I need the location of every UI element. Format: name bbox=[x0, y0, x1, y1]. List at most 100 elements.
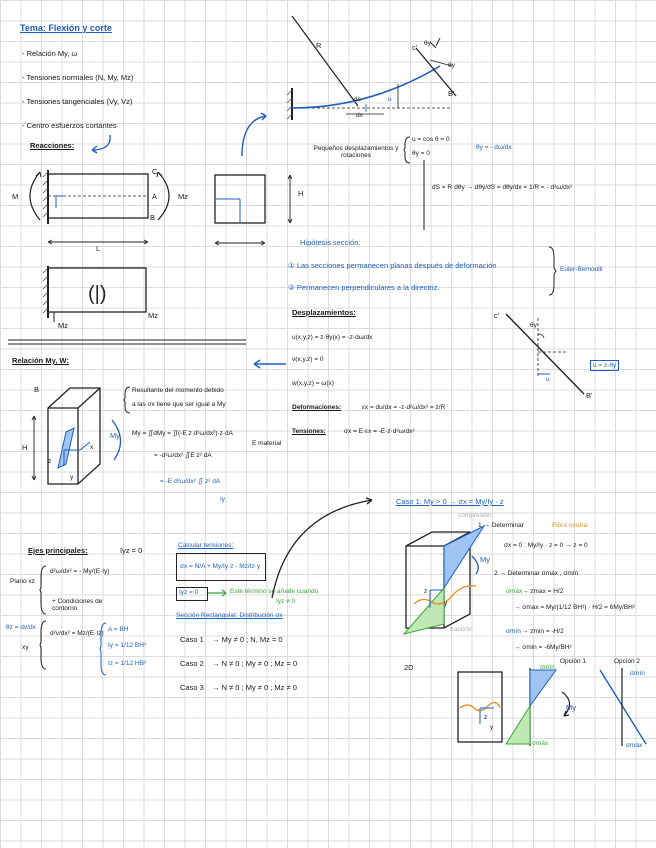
stresses-label: Tensiones: bbox=[292, 428, 326, 435]
label-Mz-plan: Mz bbox=[58, 321, 68, 330]
rotated-theta: θy bbox=[530, 322, 537, 329]
case1-smin-label: σmín bbox=[506, 628, 521, 635]
relation-H: H bbox=[22, 443, 28, 452]
case2-desc: → N ≠ 0 ; My ≠ 0 ; Mz = 0 bbox=[212, 659, 298, 668]
label-L: L bbox=[96, 244, 101, 253]
rotated-u: u bbox=[546, 376, 550, 383]
case1-smin-2: → σmin = -6My/BH² bbox=[514, 644, 572, 651]
principal-Iy-value: Iy = 1/12 BH³ bbox=[108, 642, 147, 649]
displacement-w: w(x,y,z) = ω(x) bbox=[292, 380, 334, 387]
stress-note-2: Iyz ≠ 0 bbox=[276, 598, 296, 605]
case1-z: z bbox=[424, 588, 428, 595]
rect-heading: Sección Rectangular: Distribución σx bbox=[176, 612, 283, 619]
stress-calc-heading: Calcular tensiones: bbox=[178, 542, 234, 549]
bottom-smin-2: σmáx bbox=[626, 742, 643, 749]
label-ds: ds bbox=[354, 96, 361, 103]
relation-z: z bbox=[48, 458, 52, 465]
deformations-equation: εx = du/dx = -z·d²ω/dx² = z/R bbox=[362, 404, 446, 411]
label-A: A bbox=[152, 192, 158, 201]
deflection-figure bbox=[286, 15, 457, 120]
case1-smax-label: σmáx bbox=[506, 588, 523, 595]
principal-Iz-value: Iz = 1/12 HB³ bbox=[108, 660, 147, 667]
displacement-v: v(x,y,z) = 0 bbox=[292, 356, 324, 363]
bullet-2: - Tensiones normales (N, My, Mz) bbox=[22, 73, 134, 82]
number-2-icon: ② bbox=[288, 283, 295, 292]
label-dx: dx bbox=[356, 112, 363, 119]
bullet-1: - Relación My, ω bbox=[22, 49, 78, 58]
bottom-y: y bbox=[490, 724, 494, 731]
label-B-prime: B' bbox=[448, 89, 455, 98]
stress-note-1: Este término se añade cuando bbox=[230, 588, 319, 595]
relation-desc-2: a las σx tiene que ser igual a My bbox=[132, 401, 226, 408]
relation-Iy: Iy bbox=[220, 496, 226, 503]
relation-y: y bbox=[70, 474, 74, 481]
case2-label: Caso 2 bbox=[180, 659, 204, 668]
label-theta-right: θy bbox=[448, 62, 455, 69]
relation-eq-3: = -E·d²ω/dx²·∬ z² dA bbox=[160, 478, 221, 485]
bottom-smax: σmín bbox=[540, 664, 555, 671]
arrow-left bbox=[253, 359, 286, 369]
case1-figure bbox=[402, 524, 486, 635]
principal-brace bbox=[39, 565, 47, 615]
rotated-B-prime: B' bbox=[586, 391, 593, 400]
condition-2: θy = 0 bbox=[412, 150, 430, 157]
principal-eq-1: d²ω/dx² = - My/(E·Iy) bbox=[50, 568, 110, 575]
hypothesis-1: ① Las secciones permanecen planas despué… bbox=[288, 261, 497, 270]
case1-smin-1: → zmin = -H/2 bbox=[522, 628, 564, 635]
label-M-left: M bbox=[12, 192, 19, 201]
hypothesis-2: ② Permanecen perpendiculares a la direct… bbox=[288, 283, 440, 292]
green-arrow bbox=[208, 589, 227, 597]
reactions-arrow bbox=[91, 134, 111, 154]
bullet-4: - Centro esfuerzos cortantes bbox=[22, 121, 117, 130]
principal-A: A = BH bbox=[108, 626, 129, 633]
label-R: R bbox=[316, 41, 322, 50]
case1-compression: compresión bbox=[458, 512, 492, 519]
case3-label: Caso 3 bbox=[180, 683, 204, 692]
stress-distribution-figure bbox=[505, 668, 647, 746]
bottom-My: My bbox=[566, 703, 576, 712]
case1-step1: 1 → Determinar bbox=[478, 522, 524, 529]
label-B: B bbox=[150, 213, 156, 222]
reactions-heading: Reacciones: bbox=[30, 141, 75, 150]
principal-plane2: xy bbox=[22, 644, 29, 651]
case1-traction: tracción bbox=[450, 626, 473, 633]
label-C: C bbox=[152, 167, 158, 176]
small-displacements-heading: Pequeños desplazamientos y rotaciones bbox=[313, 145, 399, 160]
bottom-z: z bbox=[484, 714, 488, 721]
hypothesis-1-text: Las secciones permanecen planas después … bbox=[296, 261, 497, 270]
bullet-3: - Tensiones tangenciales (Vy, Vz) bbox=[22, 97, 133, 106]
beam-plan-figure: (|) bbox=[42, 266, 147, 322]
option-1: Opción 1 bbox=[560, 658, 587, 665]
stress-formula-box bbox=[176, 553, 266, 581]
bottom-smax-2: σmín bbox=[630, 670, 645, 677]
principal-brace-2 bbox=[39, 620, 47, 670]
stress-formula: σx = N/A + My/Iy·z - Mz/Iz·y bbox=[180, 563, 261, 570]
case1-fibra-neutra: Fibra neutra: bbox=[552, 522, 589, 529]
case3-desc: → N ≠ 0 ; My ≠ 0 ; Mz ≠ 0 bbox=[212, 683, 297, 692]
arrow-to-deflection bbox=[241, 112, 267, 157]
cross-section-figure bbox=[214, 174, 293, 246]
label-u: u bbox=[388, 96, 392, 103]
principal-heading: Ejes principales: bbox=[28, 546, 88, 555]
relation-B: B bbox=[34, 385, 40, 394]
hypothesis-2-text: Permanecen perpendiculares a la directri… bbox=[296, 283, 440, 292]
option-2: Opción 2 bbox=[614, 658, 641, 665]
case1-heading: Caso 1: My > 0 → σx = My/Iy · z bbox=[396, 497, 504, 506]
curvature-equation: dS = R·dθy → dθy/dS = dθy/dx = 1/R = - d… bbox=[432, 184, 573, 191]
principal-brace-3 bbox=[99, 622, 107, 676]
rotated-c-prime: c' bbox=[494, 311, 500, 320]
relation-brace bbox=[123, 386, 131, 414]
relation-heading: Relación My, W: bbox=[12, 356, 69, 365]
displacement-u: u(x,y,z) = z·θy(x) = -z·dω/dx bbox=[292, 334, 373, 341]
brace bbox=[403, 136, 411, 164]
case1-y: y bbox=[444, 600, 448, 607]
case1-desc: → My ≠ 0 ; N, Mz = 0 bbox=[212, 635, 283, 644]
iyz-box bbox=[176, 587, 208, 601]
relation-x: x bbox=[90, 444, 94, 451]
rotated-equation: u = z·θy bbox=[590, 360, 620, 372]
label-H: H bbox=[298, 189, 304, 198]
principal-eq-2: d²v/dx² = Mz/(E·Iz) bbox=[50, 630, 104, 637]
deformations-label: Deformaciones: bbox=[292, 404, 342, 411]
label-Mz-plan-right: Mz bbox=[148, 311, 158, 320]
relation-eq-1: My = ∬dMy = ∬(-E z d²ω/dx²)·z·dA bbox=[132, 430, 233, 437]
